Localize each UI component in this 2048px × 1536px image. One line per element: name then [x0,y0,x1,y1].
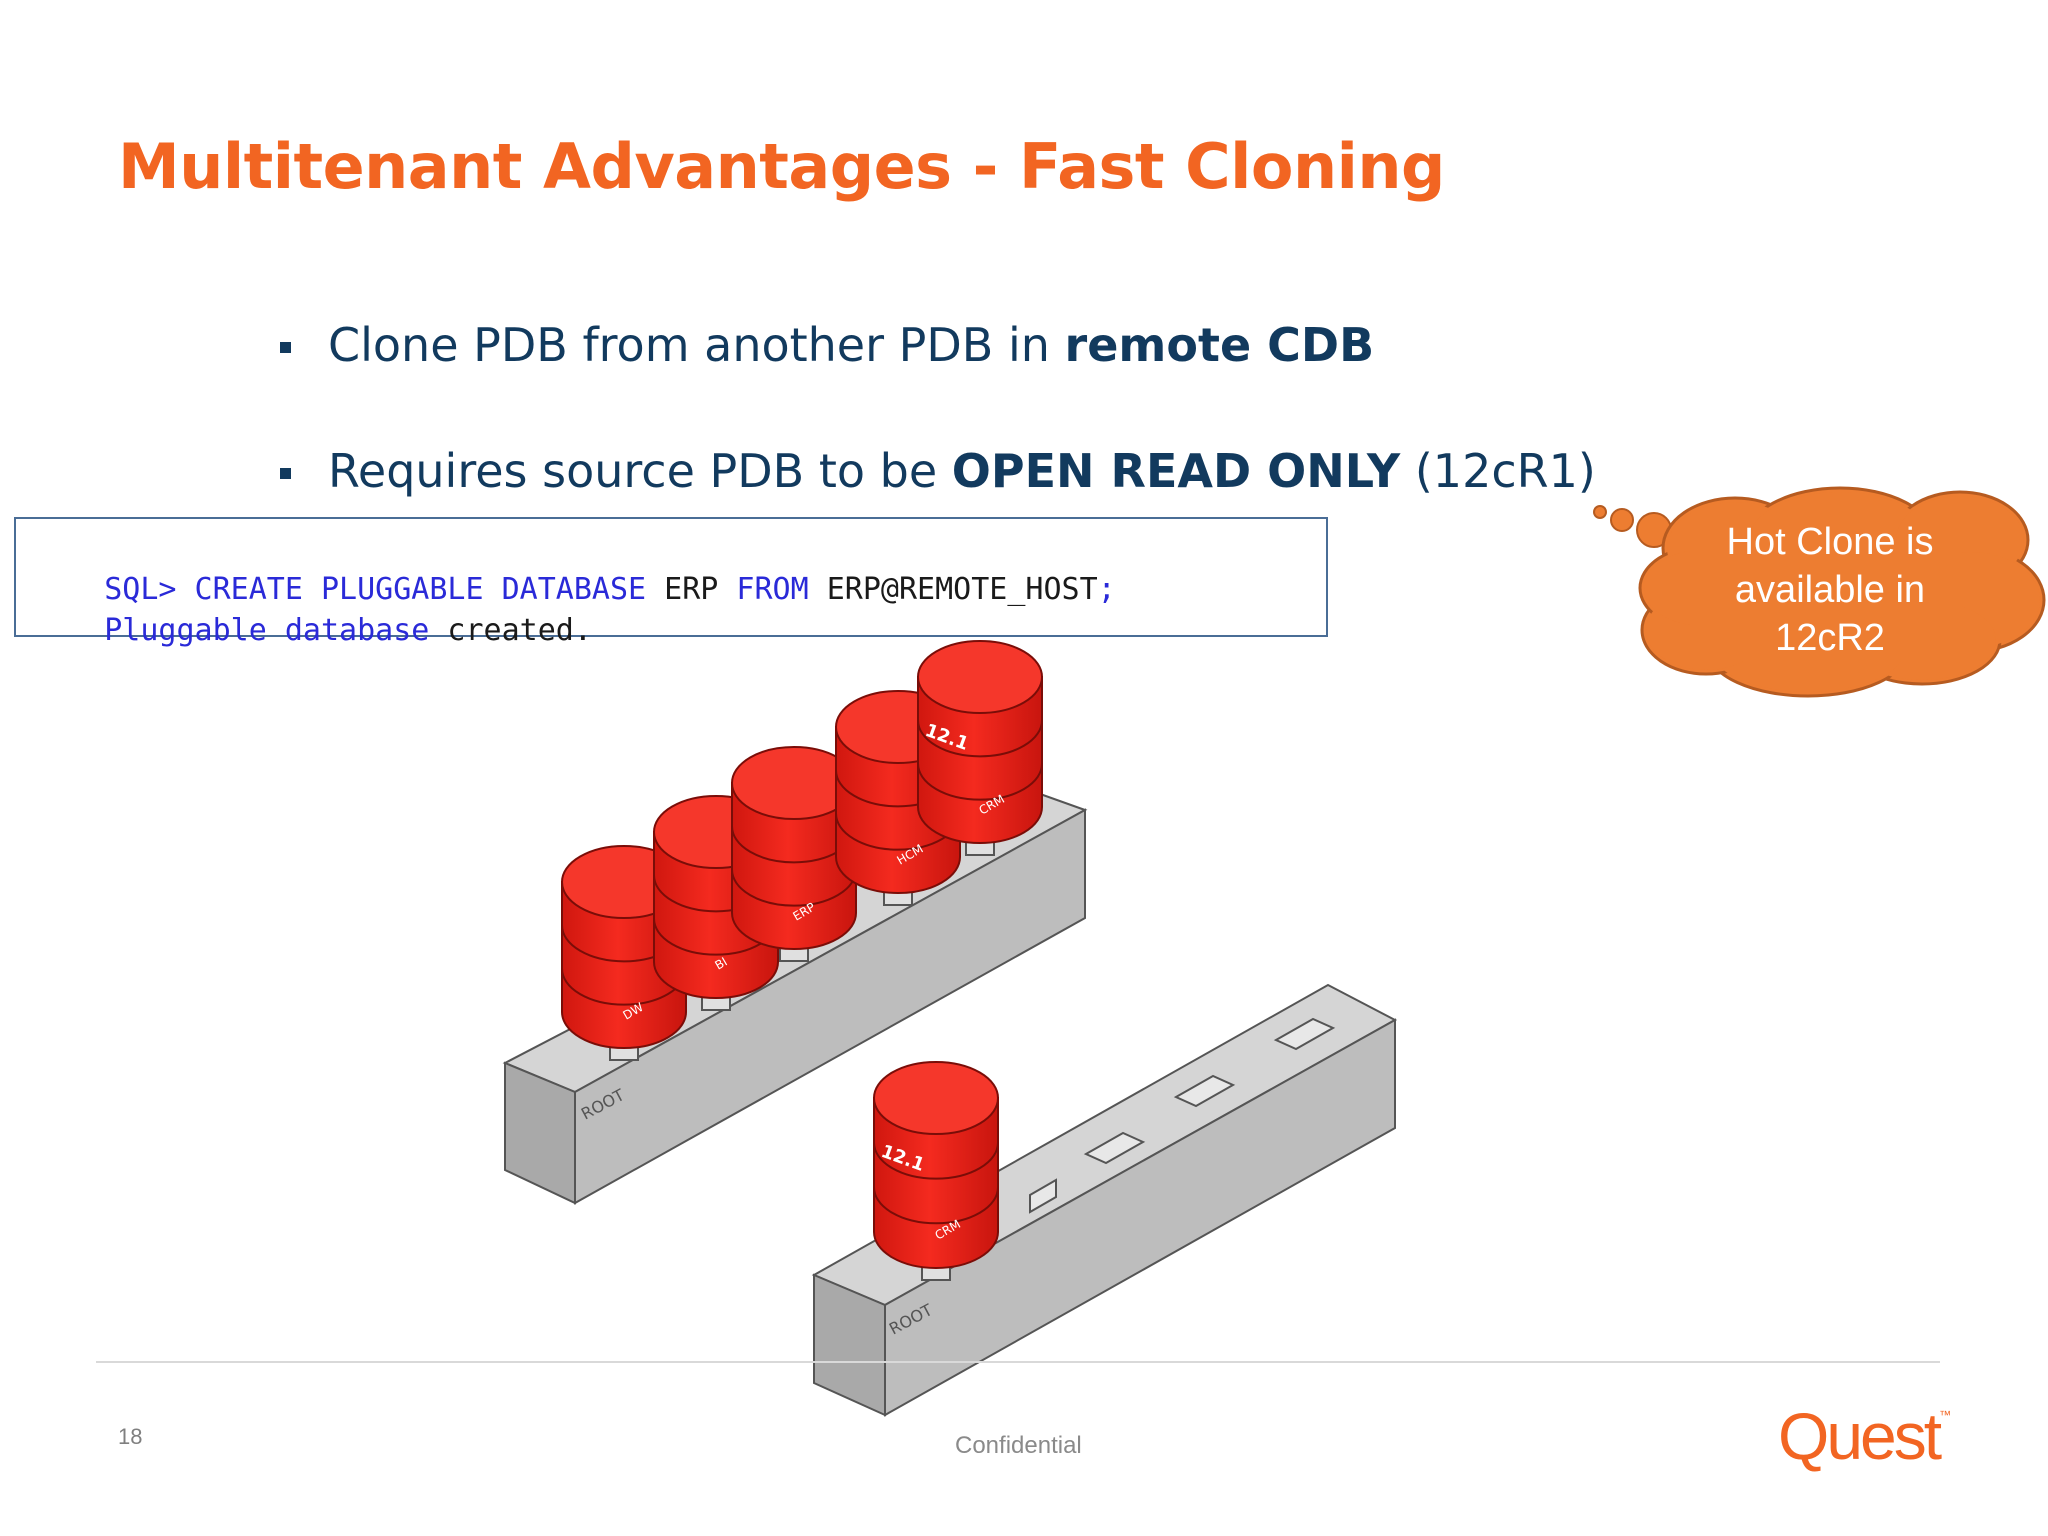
sql-token: SQL> CREATE PLUGGABLE DATABASE [104,572,665,607]
empty-pdb-slots [1029,1017,1336,1214]
callout-line: 12cR2 [1775,617,1885,659]
sql-line-result: Pluggable database created. [32,578,592,683]
logo-mark: ™ [1939,1408,1952,1422]
callout-line: available in [1734,569,1926,611]
slide-title: Multitenant Advantages - Fast Cloning [118,130,1445,203]
bullet-text: Requires source PDB to be [328,444,952,498]
sql-code-box: SQL> CREATE PLUGGABLE DATABASE ERP FROM … [14,517,1328,648]
callout-cloud [1593,486,2046,698]
bullet-open-read-only: Requires source PDB to be OPEN READ ONLY… [280,444,1596,498]
sql-token: created. [447,613,592,648]
bullet-list: Clone PDB from another PDB in remote CDB… [280,318,1596,570]
bullet-text-tail: (12cR1) [1400,444,1596,498]
page-number: 18 [118,1424,143,1449]
sql-line-create: SQL> CREATE PLUGGABLE DATABASE ERP FROM … [32,537,1116,642]
footer-divider [96,1361,1940,1363]
sql-token: FROM [736,572,827,607]
quest-logo: Quest™ [1778,1398,1951,1474]
sql-token: Pluggable database [104,613,448,648]
sql-token: ERP [664,572,737,607]
callout-text: Hot Clone is available in 12cR2 [1680,518,1980,662]
confidential-label: Confidential [955,1432,1082,1459]
bullet-clone-remote: Clone PDB from another PDB in remote CDB [280,318,1596,372]
callout-line: Hot Clone is [1726,521,1934,563]
sql-token: ; [1097,572,1116,607]
bullet-emphasis: OPEN READ ONLY [951,444,1401,498]
logo-text: Quest [1778,1399,1942,1473]
bullet-text: Clone PDB from another PDB in [328,318,1065,372]
bullet-emphasis: remote CDB [1064,318,1375,372]
sql-token: ERP@REMOTE_HOST [826,572,1098,607]
pdb-cylinder-erp: ERP [731,746,857,962]
